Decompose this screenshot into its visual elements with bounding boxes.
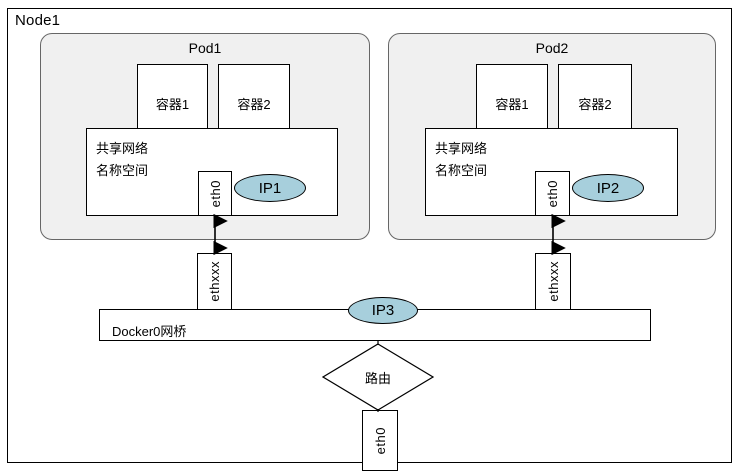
eth0-box-pod2: eth0	[535, 171, 570, 216]
docker0-bridge-label: Docker0网桥	[112, 324, 187, 339]
ip-label: IP2	[596, 179, 620, 197]
host-eth0-box: eth0	[362, 410, 398, 471]
container-label: 容器2	[578, 96, 612, 112]
ip-label: IP1	[258, 179, 282, 197]
pod-title-pod1: Pod1	[188, 40, 222, 56]
ip-badge-pod1: IP1	[234, 174, 306, 202]
veth-box-pod1: ethxxx	[197, 253, 232, 310]
ip-label: IP3	[371, 302, 395, 319]
container-label: 容器2	[237, 96, 271, 112]
ip-badge-pod2: IP2	[572, 174, 644, 202]
shared-network-label: 共享网络 名称空间	[96, 141, 149, 178]
container-label: 容器1	[155, 96, 190, 112]
eth0-label: eth0	[545, 179, 560, 208]
veth-label: ethxxx	[545, 261, 561, 302]
shared-network-label: 共享网络 名称空间	[435, 141, 488, 178]
eth0-box-pod1: eth0	[198, 171, 232, 216]
eth0-label: eth0	[207, 179, 223, 208]
veth-box-pod2: ethxxx	[535, 253, 571, 310]
pod-title-pod2: Pod2	[535, 40, 569, 56]
node-label: Node1	[15, 12, 61, 29]
veth-label: ethxxx	[207, 261, 222, 302]
router-label: 路由	[364, 370, 391, 386]
router-node: 路由	[321, 343, 435, 411]
ip-badge-bridge: IP3	[348, 297, 418, 324]
container-label: 容器1	[495, 96, 529, 112]
host-eth0-label: eth0	[372, 426, 388, 455]
